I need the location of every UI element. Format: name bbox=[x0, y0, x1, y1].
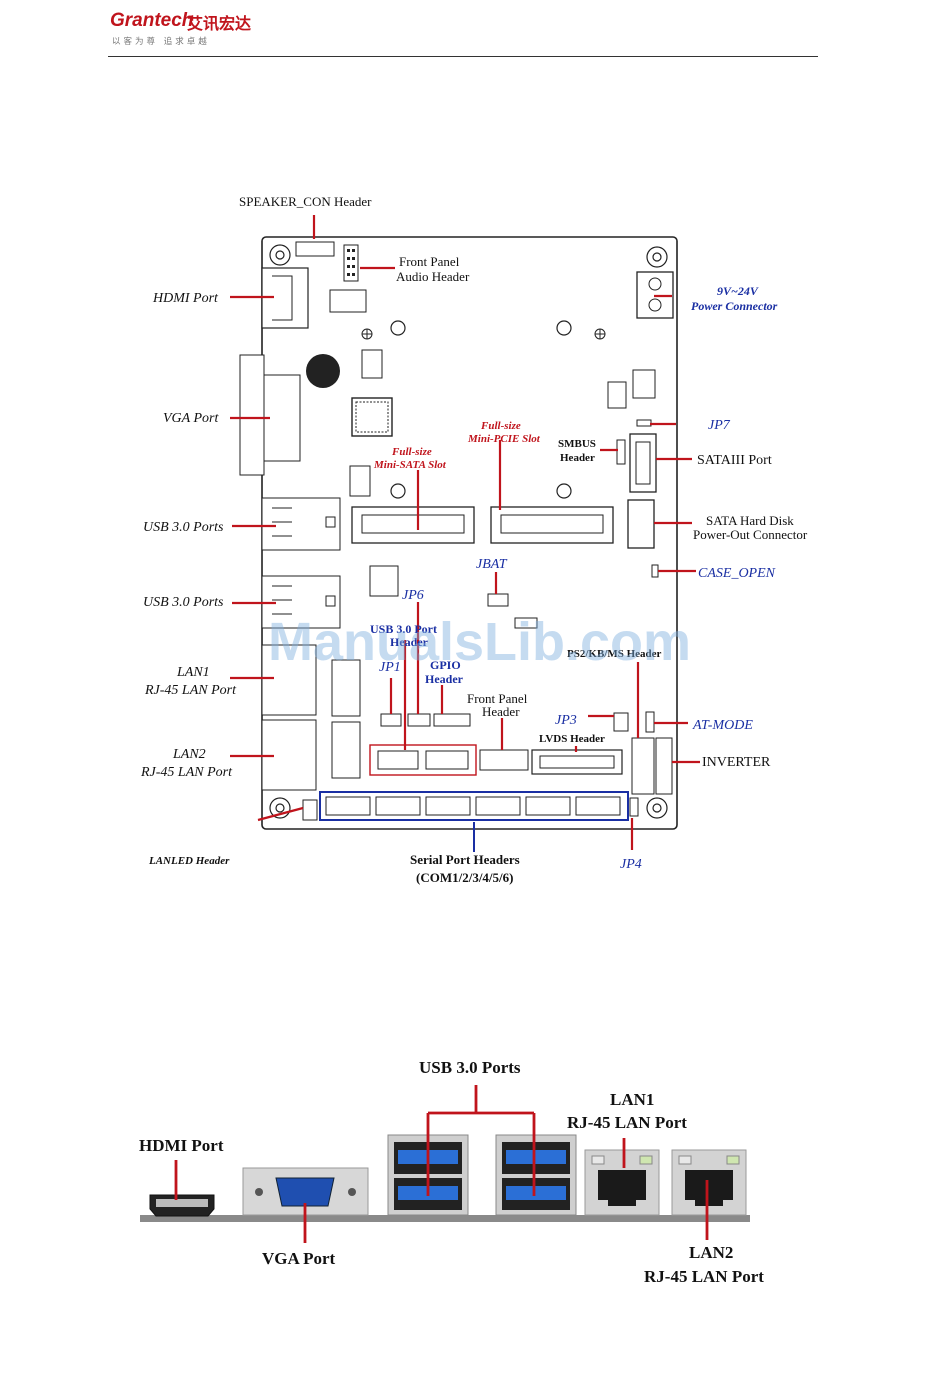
speaker-con-header bbox=[295, 241, 335, 257]
label-jp6: JP6 bbox=[402, 588, 424, 603]
io-label-hdmi: HDMI Port bbox=[139, 1136, 224, 1155]
label-usb3-header-2: Header bbox=[390, 635, 429, 649]
sata3-port bbox=[629, 433, 657, 493]
gpio-header bbox=[433, 713, 471, 727]
minipcie-slot bbox=[490, 506, 614, 544]
label-jp3: JP3 bbox=[555, 713, 577, 728]
callout-lines bbox=[230, 215, 700, 850]
inverter-header bbox=[655, 737, 673, 795]
at-mode-jumper bbox=[645, 711, 655, 733]
minisata-slot bbox=[351, 506, 475, 544]
io-label-lan2-1: LAN2 bbox=[689, 1243, 733, 1262]
usb3-ports-board-a bbox=[261, 497, 341, 551]
jp7-jumper bbox=[636, 419, 652, 427]
label-sata-power-2: Power-Out Connector bbox=[693, 527, 808, 542]
usb3-header bbox=[369, 744, 477, 776]
label-minipcie-1: Full-size bbox=[480, 420, 521, 432]
label-ps2: PS2/KB/MS Header bbox=[567, 648, 662, 660]
front-audio-header bbox=[343, 244, 359, 282]
lvds-header bbox=[531, 749, 623, 775]
lan1-port-io bbox=[584, 1149, 660, 1216]
label-serial-1: Serial Port Headers bbox=[410, 852, 520, 867]
lan2-port-io bbox=[671, 1149, 747, 1216]
jp4-jumper bbox=[629, 797, 639, 817]
io-label-lan1-1: LAN1 bbox=[610, 1090, 654, 1109]
label-usb3-b: USB 3.0 Ports bbox=[143, 595, 224, 610]
smbus-header bbox=[616, 439, 626, 465]
label-minipcie-2: Mini-PCIE Slot bbox=[467, 433, 541, 445]
label-usb3-a: USB 3.0 Ports bbox=[143, 520, 224, 535]
io-callout-lines bbox=[174, 1085, 709, 1243]
label-gpio-2: Header bbox=[425, 672, 464, 686]
motherboard-diagram: SPEAKER_CON Header Front Panel Audio Hea… bbox=[140, 194, 808, 885]
usb3-stack-2 bbox=[495, 1134, 577, 1216]
jp1-jumper bbox=[380, 713, 402, 727]
label-speaker-con: SPEAKER_CON Header bbox=[239, 194, 372, 209]
serial-port-headers bbox=[319, 791, 629, 821]
label-minisata-2: Mini-SATA Slot bbox=[373, 459, 447, 471]
label-lan1-2: RJ-45 LAN Port bbox=[144, 683, 237, 698]
mount-holes bbox=[269, 244, 668, 819]
brand-logo-cn: 艾讯宏达 bbox=[187, 14, 252, 33]
label-power-2: Power Connector bbox=[691, 299, 778, 313]
battery bbox=[369, 565, 399, 597]
io-label-lan2-2: RJ-45 LAN Port bbox=[644, 1267, 764, 1286]
label-jp4: JP4 bbox=[620, 857, 642, 872]
label-hdmi: HDMI Port bbox=[152, 291, 219, 306]
label-power-1: 9V~24V bbox=[717, 284, 759, 298]
label-sata3: SATAIII Port bbox=[697, 453, 772, 468]
label-smbus-1: SMBUS bbox=[558, 438, 596, 450]
brand-slogan: 以客为尊 追求卓越 bbox=[112, 37, 210, 47]
jbat-jumper bbox=[487, 593, 509, 607]
label-smbus-2: Header bbox=[560, 452, 595, 464]
label-front-panel-1: Front Panel bbox=[467, 691, 528, 706]
label-inverter: INVERTER bbox=[702, 755, 771, 770]
label-minisata-1: Full-size bbox=[391, 446, 432, 458]
sata-power-out bbox=[627, 499, 655, 549]
io-label-lan1-2: RJ-45 LAN Port bbox=[567, 1113, 687, 1132]
lan1-port-board bbox=[261, 644, 317, 716]
jp6-jumper bbox=[407, 713, 431, 727]
watermark-text: ManualsLib.com bbox=[268, 612, 691, 672]
io-panel-base bbox=[140, 1215, 750, 1222]
label-jp7: JP7 bbox=[708, 418, 731, 433]
ps2-header bbox=[631, 737, 655, 795]
label-lan1-1: LAN1 bbox=[176, 665, 210, 680]
label-lvds: LVDS Header bbox=[539, 733, 605, 745]
label-at-mode: AT-MODE bbox=[692, 718, 753, 733]
label-gpio-1: GPIO bbox=[430, 658, 461, 672]
front-panel-header bbox=[479, 749, 529, 771]
label-lanled: LANLED Header bbox=[148, 855, 230, 867]
io-panel-diagram: USB 3.0 Ports HDMI Port LAN1 RJ-45 LAN P… bbox=[139, 1058, 764, 1286]
label-lan2-1: LAN2 bbox=[172, 747, 206, 762]
label-serial-2: (COM1/2/3/4/5/6) bbox=[416, 870, 514, 885]
lanled-header bbox=[302, 799, 318, 821]
label-vga: VGA Port bbox=[163, 411, 219, 426]
label-front-panel-2: Header bbox=[482, 704, 520, 719]
brand-logo: Grantech bbox=[110, 10, 194, 31]
label-front-audio-1: Front Panel bbox=[399, 254, 460, 269]
case-open-header bbox=[651, 564, 659, 578]
io-label-vga: VGA Port bbox=[262, 1249, 336, 1268]
vga-port-board bbox=[239, 354, 265, 476]
label-case-open: CASE_OPEN bbox=[698, 566, 776, 581]
io-label-usb3: USB 3.0 Ports bbox=[419, 1058, 521, 1077]
label-front-audio-2: Audio Header bbox=[396, 269, 470, 284]
label-lan2-2: RJ-45 LAN Port bbox=[140, 765, 233, 780]
label-sata-power-1: SATA Hard Disk bbox=[706, 513, 794, 528]
page-header: Grantech 艾讯宏达 以客为尊 追求卓越 bbox=[108, 8, 818, 57]
label-jp1: JP1 bbox=[379, 660, 401, 675]
label-usb3-header-1: USB 3.0 Port bbox=[370, 622, 437, 636]
jp3-jumper bbox=[613, 712, 629, 732]
label-jbat: JBAT bbox=[476, 557, 508, 572]
